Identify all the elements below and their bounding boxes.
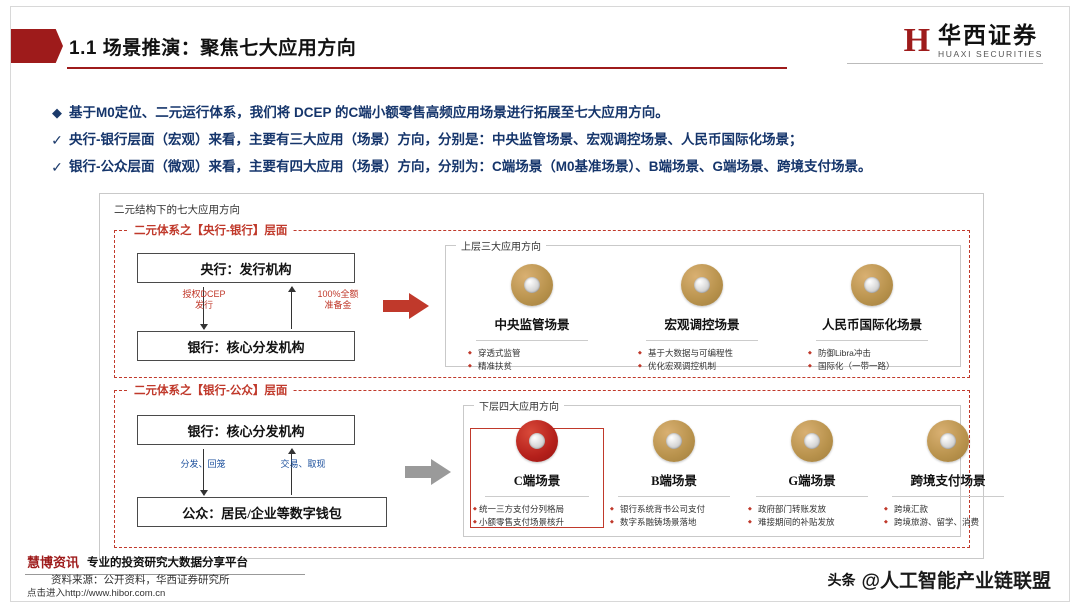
bullet-item: ✓ 央行-银行层面（宏观）来看，主要有三大应用（场景）方向，分别是：中央监管场景… <box>45 130 1045 150</box>
bottom-flow-box-bank: 银行：核心分发机构 <box>137 415 355 445</box>
bullet-marker-check: ✓ <box>51 132 63 148</box>
card-title: 人民币国际化场景 <box>821 318 922 332</box>
card-title: C端场景 <box>513 474 561 488</box>
card-title: 中央监管场景 <box>494 318 570 332</box>
card-item: 数字系融铸场景落地 <box>594 516 754 529</box>
footer-brand: 慧博资讯 <box>27 555 80 570</box>
coin-icon <box>851 264 893 306</box>
top-flow-box-central-bank: 央行：发行机构 <box>137 253 355 283</box>
coin-icon <box>511 264 553 306</box>
card-cross-border: 跨境支付场景 跨境汇款 跨境旅游、留学、消费 <box>868 420 1028 529</box>
bottom-sub-panel: 下层四大应用方向 C端场景 统一三方支付分列格局 小额零售支付场景核升 B端场景… <box>463 398 1004 537</box>
big-arrow-right-gray <box>405 459 451 485</box>
card-b-end: B端场景 银行系统背书公司支付 数字系融铸场景落地 <box>594 420 754 529</box>
card-rmb-internationalization: 人民币国际化场景 防御Libra冲击 国际化（一带一路） <box>792 264 952 373</box>
card-item: 银行系统背书公司支付 <box>594 503 754 516</box>
card-item: 政府部门转账发放 <box>732 503 892 516</box>
flow-label-issue-l1: 授权DCEP <box>182 289 226 299</box>
coin-icon-red <box>516 420 558 462</box>
coin-icon <box>927 420 969 462</box>
header-accent-bar <box>11 29 63 63</box>
coin-icon <box>681 264 723 306</box>
bullet-list: ◆ 基于M0定位、二元运行体系，我们将 DCEP 的C端小额零售高频应用场景进行… <box>45 103 1045 184</box>
card-title: 跨境支付场景 <box>910 474 986 488</box>
card-divider <box>618 496 730 497</box>
card-item: 基于大数据与可编程性 <box>622 347 782 360</box>
card-item: 防御Libra冲击 <box>792 347 952 360</box>
header-divider <box>67 67 787 69</box>
bottom-panel: 二元体系之【银行-公众】层面 银行：核心分发机构 分发、回笼 交易、取现 公众：… <box>114 382 1004 548</box>
big-arrow-right-red <box>383 293 429 319</box>
watermark-text: @人工智能产业链联盟 <box>861 571 1051 592</box>
watermark-prefix: 头条 <box>827 571 856 588</box>
diagram-caption: 二元结构下的七大应用方向 <box>114 204 240 216</box>
card-item: 跨境汇款 <box>868 503 1028 516</box>
card-title: B端场景 <box>651 474 697 488</box>
flow-label-issue-l2: 发行 <box>194 300 213 310</box>
flow-label-transact: 交易、取现 <box>280 459 326 469</box>
coin-icon <box>791 420 833 462</box>
card-divider <box>485 496 589 497</box>
bullet-text: 基于M0定位、二元运行体系，我们将 DCEP 的C端小额零售高频应用场景进行拓展… <box>69 105 669 120</box>
page-title: 1.1 场景推演：聚焦七大应用方向 <box>69 38 357 59</box>
logo-name-en: HUAXI SECURITIES <box>938 49 1043 60</box>
card-c-end: C端场景 统一三方支付分列格局 小额零售支付场景核升 <box>457 420 617 529</box>
top-panel-title: 二元体系之【央行-银行】层面 <box>129 222 293 238</box>
bullet-marker-diamond: ◆ <box>52 105 62 120</box>
card-item: 统一三方支付分列格局 <box>457 503 617 516</box>
card-item: 小额零售支付场景核升 <box>457 516 617 529</box>
slide: 1.1 场景推演：聚焦七大应用方向 H 华西证券 HUAXI SECURITIE… <box>10 6 1070 602</box>
top-panel: 二元体系之【央行-银行】层面 央行：发行机构 授权DCEP 发行 100%全额 … <box>114 222 970 378</box>
card-item: 难接期间的补贴发放 <box>732 516 892 529</box>
card-item: 穿透式监管 <box>452 347 612 360</box>
company-logo: H 华西证券 HUAXI SECURITIES <box>904 23 1043 59</box>
bullet-item: ◆ 基于M0定位、二元运行体系，我们将 DCEP 的C端小额零售高频应用场景进行… <box>45 103 1045 123</box>
card-divider <box>756 496 868 497</box>
diagram-container: 二元结构下的七大应用方向 二元体系之【央行-银行】层面 央行：发行机构 授权DC… <box>99 193 1004 559</box>
bottom-panel-title: 二元体系之【银行-公众】层面 <box>129 382 293 398</box>
arrow-up-transact <box>287 448 296 495</box>
watermark: 头条 @人工智能产业链联盟 <box>827 566 1051 593</box>
logo-divider <box>847 63 1043 64</box>
logo-text: 华西证券 HUAXI SECURITIES <box>938 23 1043 59</box>
flow-label-reserve: 100%全额 准备金 <box>301 289 375 311</box>
arrow-up-reserve <box>287 286 296 329</box>
footer-divider <box>25 574 305 575</box>
bullet-text: 银行-公众层面（微观）来看，主要有四大应用（场景）方向，分别为：C端场景（M0基… <box>69 159 872 174</box>
card-item: 优化宏观调控机制 <box>622 360 782 373</box>
bullet-text: 央行-银行层面（宏观）来看，主要有三大应用（场景）方向，分别是：中央监管场景、宏… <box>69 132 803 147</box>
bullet-item: ✓ 银行-公众层面（微观）来看，主要有四大应用（场景）方向，分别为：C端场景（M… <box>45 157 1045 177</box>
card-macro-control: 宏观调控场景 基于大数据与可编程性 优化宏观调控机制 <box>622 264 782 373</box>
card-title: 宏观调控场景 <box>664 318 740 332</box>
flow-label-reserve-l2: 准备金 <box>324 300 352 310</box>
arrow-down-distribute <box>199 449 208 496</box>
card-divider <box>816 340 928 341</box>
card-item: 跨境旅游、留学、消费 <box>868 516 1028 529</box>
arrow-down-issue <box>199 287 208 330</box>
coin-icon <box>653 420 695 462</box>
bullet-marker-check: ✓ <box>51 159 63 175</box>
logo-name-cn: 华西证券 <box>938 22 1039 48</box>
top-sub-caption: 上层三大应用方向 <box>456 238 546 253</box>
top-flow-box-bank: 银行：核心分发机构 <box>137 331 355 361</box>
card-central-supervision: 中央监管场景 穿透式监管 精准扶贫 <box>452 264 612 373</box>
flow-label-distribute: 分发、回笼 <box>180 459 226 469</box>
footer-sources: 资料来源：公开资料，华西证券研究所 <box>51 574 230 586</box>
flow-label-reserve-l1: 100%全额 <box>317 289 359 299</box>
flow-label-issue: 授权DCEP 发行 <box>163 289 245 311</box>
logo-mark: H <box>903 22 931 60</box>
footer-tagline: 专业的投资研究大数据分享平台 <box>87 557 248 569</box>
card-divider <box>646 340 758 341</box>
footer-link[interactable]: 点击进入http://www.hibor.com.cn <box>27 588 166 599</box>
top-sub-panel: 上层三大应用方向 中央监管场景 穿透式监管 精准扶贫 宏观调控场景 基于大数据与… <box>445 238 961 373</box>
card-divider <box>476 340 588 341</box>
card-g-end: G端场景 政府部门转账发放 难接期间的补贴发放 <box>732 420 892 529</box>
card-divider <box>892 496 1004 497</box>
card-item: 国际化（一带一路） <box>792 360 952 373</box>
card-title: G端场景 <box>788 474 836 488</box>
card-item: 精准扶贫 <box>452 360 612 373</box>
bottom-flow-box-public: 公众：居民/企业等数字钱包 <box>137 497 387 527</box>
bottom-sub-caption: 下层四大应用方向 <box>474 398 564 413</box>
